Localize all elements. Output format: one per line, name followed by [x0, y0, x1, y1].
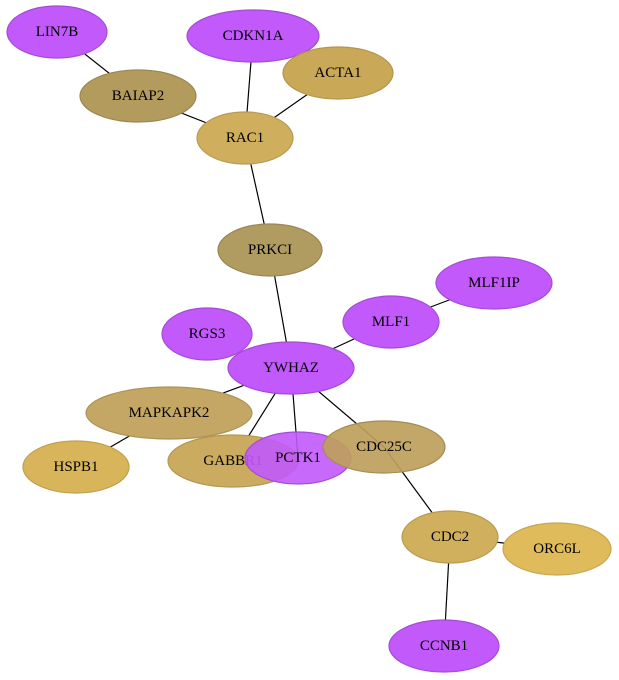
node-ellipse-rac1 [196, 111, 294, 165]
node-ellipse-ccnb1 [388, 619, 500, 673]
node-mapkapk2: MAPKAPK2 [85, 386, 253, 440]
node-label-orc6l: ORC6L [533, 541, 581, 557]
node-ellipse-mapkapk2 [85, 386, 253, 440]
node-label-mapkapk2: MAPKAPK2 [129, 405, 210, 421]
node-label-mlf1ip: MLF1IP [468, 275, 520, 291]
node-ellipse-mlf1ip [435, 256, 553, 310]
node-label-ccnb1: CCNB1 [420, 638, 468, 654]
node-label-hspb1: HSPB1 [53, 459, 98, 475]
node-ellipse-acta1 [282, 46, 394, 100]
node-label-cdc25c: CDC25C [356, 439, 412, 455]
node-ellipse-cdkn1a [186, 9, 320, 63]
node-ellipse-ywhaz [227, 341, 355, 395]
node-acta1: ACTA1 [282, 46, 394, 100]
node-ellipse-cdc25c [322, 420, 446, 474]
node-baiap2: BAIAP2 [79, 69, 197, 123]
node-ywhaz: YWHAZ [227, 341, 355, 395]
node-rac1: RAC1 [196, 111, 294, 165]
node-rgs3: RGS3 [161, 307, 253, 361]
node-label-prkci: PRKCI [248, 242, 292, 258]
node-label-lin7b: LIN7B [36, 24, 79, 40]
node-hspb1: HSPB1 [22, 440, 130, 494]
node-prkci: PRKCI [217, 223, 323, 277]
node-ccnb1: CCNB1 [388, 619, 500, 673]
node-ellipse-prkci [217, 223, 323, 277]
node-label-baiap2: BAIAP2 [112, 88, 165, 104]
node-cdkn1a: CDKN1A [186, 9, 320, 63]
node-label-ywhaz: YWHAZ [263, 360, 319, 376]
node-cdc25c: CDC25C [322, 420, 446, 474]
node-label-rac1: RAC1 [226, 130, 264, 146]
node-label-pctk1: PCTK1 [275, 450, 321, 466]
node-label-mlf1: MLF1 [372, 314, 410, 330]
node-label-acta1: ACTA1 [314, 65, 361, 81]
node-ellipse-cdc2 [401, 510, 499, 564]
node-mlf1: MLF1 [342, 295, 440, 349]
node-cdc2: CDC2 [401, 510, 499, 564]
node-label-cdc2: CDC2 [431, 529, 469, 545]
node-ellipse-hspb1 [22, 440, 130, 494]
node-ellipse-baiap2 [79, 69, 197, 123]
node-ellipse-mlf1 [342, 295, 440, 349]
node-mlf1ip: MLF1IP [435, 256, 553, 310]
node-orc6l: ORC6L [502, 522, 612, 576]
node-lin7b: LIN7B [6, 5, 108, 59]
node-label-rgs3: RGS3 [189, 326, 226, 342]
node-label-cdkn1a: CDKN1A [223, 28, 284, 44]
node-ellipse-rgs3 [161, 307, 253, 361]
node-ellipse-lin7b [6, 5, 108, 59]
node-ellipse-orc6l [502, 522, 612, 576]
